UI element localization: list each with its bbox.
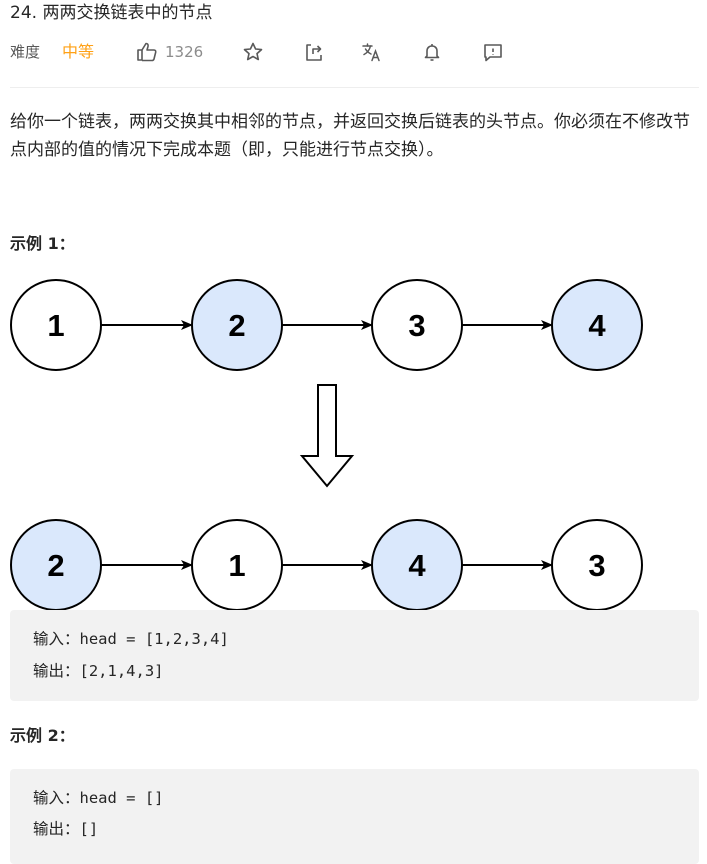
before-node-label: 1 xyxy=(47,308,64,343)
example-2-output: 输出：[] xyxy=(33,820,99,838)
linked-list-diagram: 1 2 3 4 2 1 4 3 xyxy=(10,279,643,611)
share-icon[interactable] xyxy=(303,41,325,63)
example-1-input: 输入：head = [1,2,3,4] xyxy=(33,630,229,648)
difficulty-label: 难度 xyxy=(10,43,41,61)
bell-icon[interactable] xyxy=(421,41,443,63)
example-1-output: 输出：[2,1,4,3] xyxy=(33,662,164,680)
before-node xyxy=(551,279,643,371)
translate-icon[interactable] xyxy=(361,41,383,63)
feedback-icon[interactable] xyxy=(482,41,504,63)
after-node-label: 1 xyxy=(228,548,245,583)
down-arrow-icon xyxy=(299,384,355,488)
after-node-label: 3 xyxy=(588,548,605,583)
problem-description: 给你一个链表，两两交换其中相邻的节点，并返回交换后链表的头节点。你必须在不修改节… xyxy=(10,112,690,160)
example-2-code: 输入：head = [] 输出：[] xyxy=(10,769,699,864)
after-node-label: 2 xyxy=(47,548,64,583)
star-icon[interactable] xyxy=(242,41,264,63)
example-1-code: 输入：head = [1,2,3,4] 输出：[2,1,4,3] xyxy=(10,610,699,701)
divider xyxy=(10,87,699,88)
before-node-label: 4 xyxy=(588,308,606,343)
after-list: 2 1 4 3 xyxy=(10,519,643,611)
example-1-title: 示例 1： xyxy=(10,234,75,253)
after-node-label: 4 xyxy=(408,548,426,583)
like-icon[interactable] xyxy=(136,41,158,63)
before-list: 1 2 3 4 xyxy=(10,279,643,371)
difficulty-badge: 中等 xyxy=(62,42,95,61)
problem-meta-bar: 难度 中等 1326 xyxy=(10,40,699,64)
example-2-title: 示例 2： xyxy=(10,726,75,745)
problem-title: 24. 两两交换链表中的节点 xyxy=(10,3,213,23)
before-node-label: 3 xyxy=(408,308,425,343)
like-count: 1326 xyxy=(165,43,204,61)
example-2-input: 输入：head = [] xyxy=(33,789,164,807)
before-node-label: 2 xyxy=(228,308,245,343)
